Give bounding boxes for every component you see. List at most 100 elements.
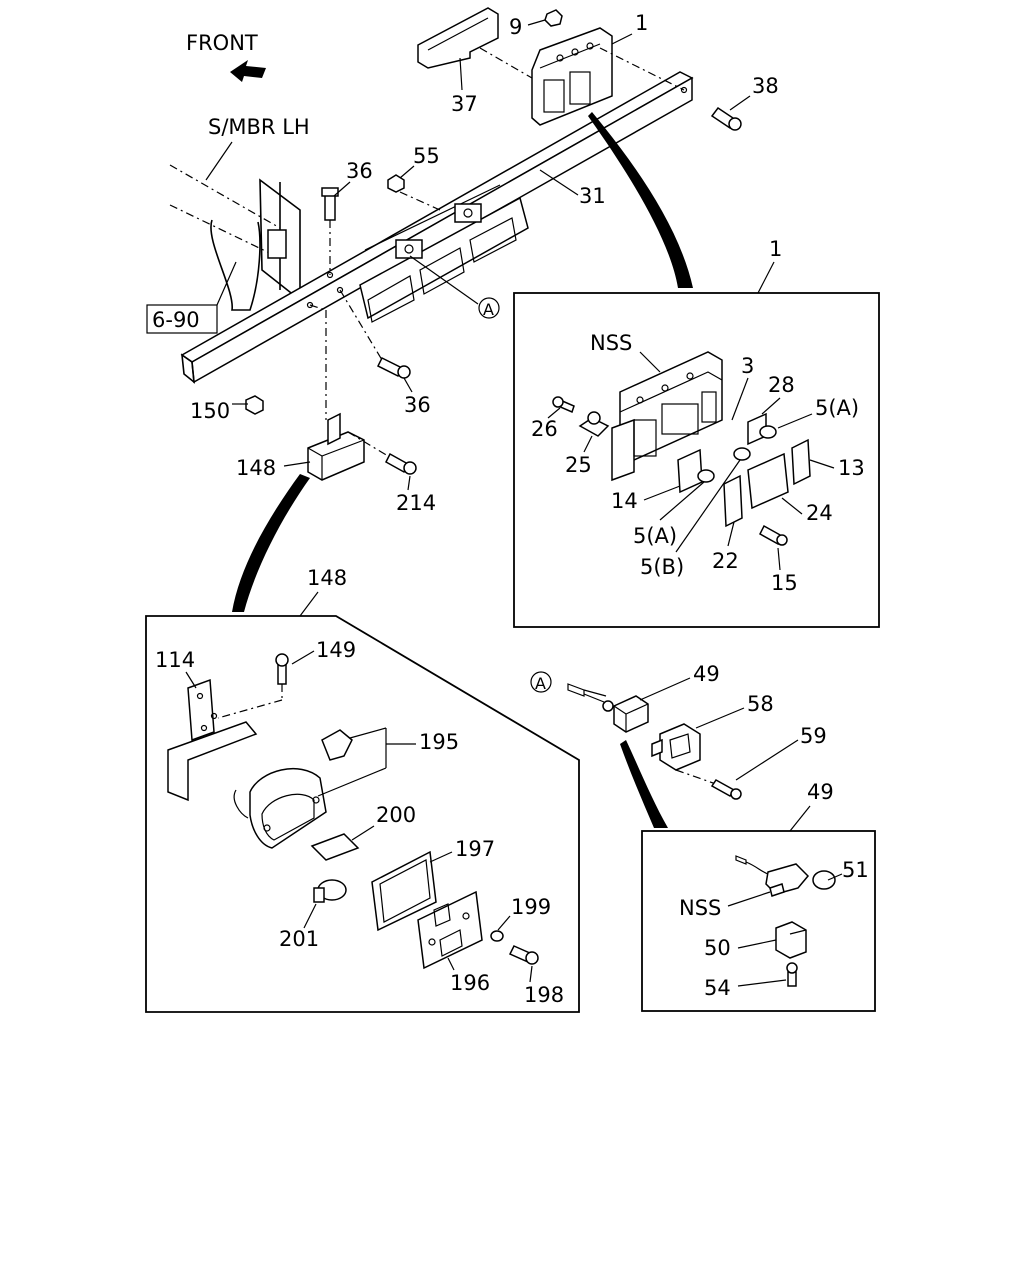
- callout-58: 58: [747, 692, 774, 716]
- leader: [407, 475, 411, 491]
- callout-1: 1: [635, 11, 648, 35]
- callout-22: 22: [712, 549, 739, 573]
- leader: [497, 915, 511, 931]
- callout-54: 54: [704, 976, 731, 1000]
- lamp-bracket: [359, 184, 529, 323]
- callout-28: 28: [768, 373, 795, 397]
- callout-199: 199: [511, 895, 551, 919]
- leader: [479, 47, 533, 79]
- callout-51: 51: [842, 858, 869, 882]
- leader: [205, 141, 233, 181]
- part-150-nut: [245, 395, 264, 415]
- leader: [217, 699, 283, 719]
- leader: [399, 165, 415, 179]
- callout-nss-49: NSS: [679, 896, 721, 920]
- callout-25: 25: [565, 453, 592, 477]
- leader: [317, 767, 387, 797]
- callout-50: 50: [704, 936, 731, 960]
- leader: [737, 939, 777, 949]
- callout-3: 3: [741, 354, 754, 378]
- leader: [695, 707, 745, 729]
- leader: [216, 261, 237, 306]
- detail-box-148: 148 114 149 195 200: [145, 566, 580, 1013]
- front-arrow-icon: [230, 60, 266, 82]
- leader: [643, 485, 681, 501]
- callout-196: 196: [450, 971, 490, 995]
- leader: [727, 891, 771, 907]
- callout-148: 148: [236, 456, 276, 480]
- leader: [781, 497, 803, 515]
- callout-5b: 5(B): [640, 555, 684, 579]
- callout-24: 14: [611, 489, 638, 513]
- detail-box-1: 1 NSS 3 28 5(A) 26 25 13: [513, 237, 880, 628]
- part-55-nut: [387, 174, 405, 193]
- leader: [291, 650, 315, 665]
- leader: [347, 431, 389, 457]
- callout-36-lower: 36: [404, 393, 431, 417]
- callout-13: 13: [838, 456, 865, 480]
- callout-214: 214: [396, 491, 436, 515]
- part-38-screw: [710, 106, 742, 131]
- detail-box-49: 49 51 NSS 50 54: [641, 780, 876, 1012]
- leader: [827, 873, 843, 881]
- leader: [675, 769, 717, 785]
- callout-195: 195: [419, 730, 459, 754]
- cross-member: [180, 71, 694, 384]
- part-36-bolt-lower: [376, 356, 411, 379]
- callout-200: 200: [376, 803, 416, 827]
- part-214-screw: [385, 452, 417, 475]
- leader: [539, 169, 579, 196]
- detail-1-title: 1: [769, 237, 782, 261]
- leader: [447, 957, 455, 971]
- callout-14: 24: [806, 501, 833, 525]
- leader: [299, 591, 319, 617]
- part-9-nut: [544, 9, 563, 27]
- side-member: [169, 164, 301, 311]
- callout-15: 15: [771, 571, 798, 595]
- callout-a-marker-wiring: [530, 671, 552, 693]
- front-label: FRONT: [186, 31, 258, 55]
- leader: [547, 407, 561, 419]
- part-148-lamp: [307, 412, 365, 481]
- leader: [789, 805, 811, 832]
- leader: [777, 413, 813, 429]
- callout-59: 59: [800, 724, 827, 748]
- leader: [303, 903, 317, 929]
- part-1-lamp: [531, 27, 613, 126]
- callout-49-wiring: 49: [693, 662, 720, 686]
- leader: [529, 965, 533, 983]
- callout-38: 38: [752, 74, 779, 98]
- callout-5a-top: 5(A): [815, 396, 859, 420]
- pointer-to-detail-148: [232, 474, 310, 612]
- callout-31: 31: [579, 184, 606, 208]
- callout-150: 150: [190, 399, 230, 423]
- callout-nss-1: NSS: [590, 331, 632, 355]
- callout-9: 9: [509, 15, 522, 39]
- callout-55: 55: [413, 144, 440, 168]
- reference-box: [146, 304, 218, 334]
- detail-148-title: 148: [307, 566, 347, 590]
- leader: [185, 671, 197, 689]
- leader: [757, 261, 775, 294]
- part-36-bolt-upper: [321, 187, 339, 221]
- leader: [583, 435, 593, 453]
- leader: [727, 521, 735, 547]
- leader: [409, 255, 479, 305]
- leader: [349, 727, 387, 739]
- leader: [403, 377, 413, 393]
- leader: [459, 57, 463, 91]
- front-indicator: FRONT: [186, 31, 266, 82]
- callout-36-upper: 36: [346, 159, 373, 183]
- pointer-to-detail-1: [588, 112, 693, 288]
- callout-37: 37: [451, 92, 478, 116]
- leader: [735, 739, 799, 781]
- pointer-to-detail-49: [620, 740, 668, 828]
- leader: [283, 461, 311, 467]
- leader: [527, 19, 546, 26]
- leader: [639, 677, 691, 701]
- callout-a-marker: [478, 297, 500, 319]
- callout-114: 114: [155, 648, 195, 672]
- leader: [429, 851, 453, 863]
- leader: [731, 377, 749, 421]
- callout-26: 26: [531, 417, 558, 441]
